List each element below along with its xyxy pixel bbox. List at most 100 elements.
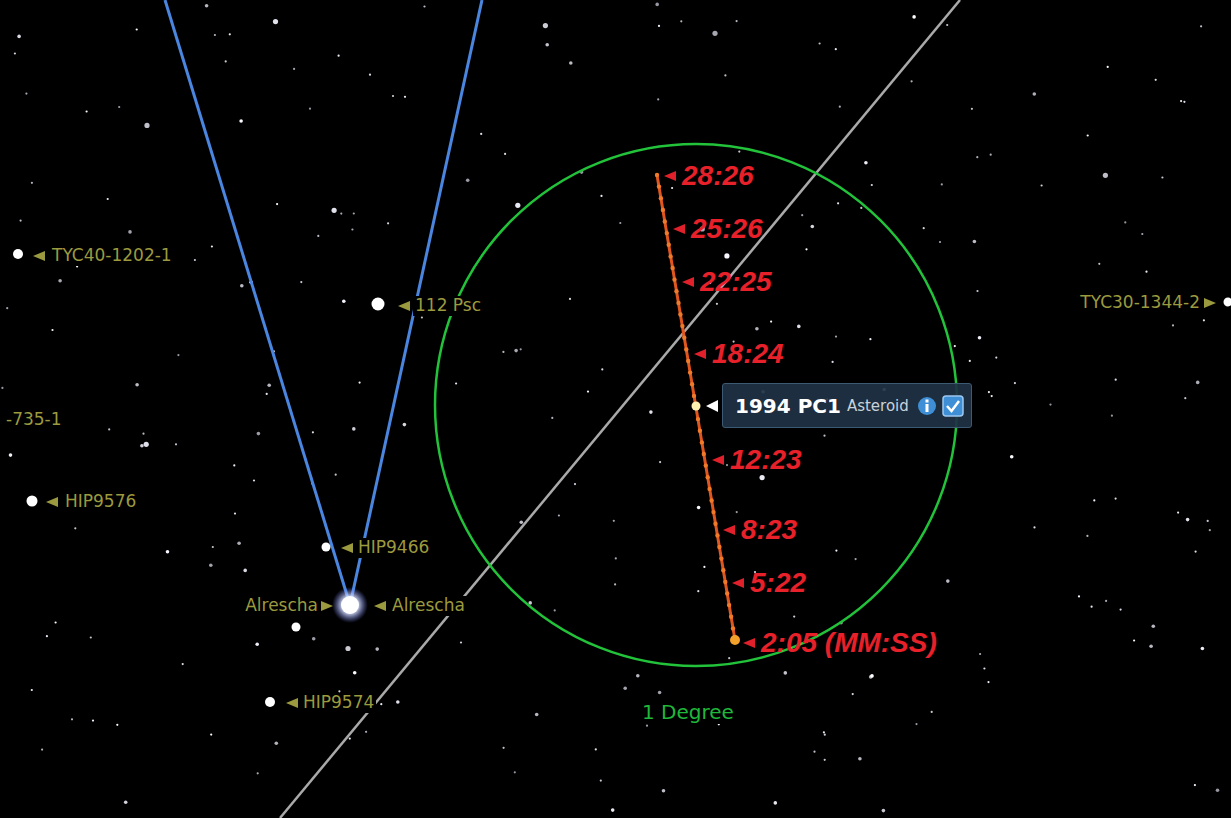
background-star — [969, 360, 971, 362]
background-star — [353, 671, 357, 675]
background-star — [1087, 134, 1089, 136]
background-star — [911, 80, 913, 82]
background-star — [1093, 499, 1095, 501]
track-dot — [707, 487, 711, 491]
alrescha-glow — [332, 587, 368, 623]
background-star — [1103, 173, 1108, 178]
background-star — [423, 5, 425, 7]
named-stars — [13, 249, 1231, 707]
track-dot — [702, 452, 706, 456]
track-dot — [684, 347, 688, 351]
background-star — [71, 718, 73, 720]
background-star — [659, 461, 661, 463]
background-star — [973, 240, 977, 244]
background-star — [1111, 415, 1113, 417]
background-star — [824, 759, 826, 761]
background-star — [697, 590, 699, 592]
background-star — [736, 20, 738, 22]
background-star — [1145, 271, 1147, 273]
background-star — [811, 225, 815, 229]
background-star — [728, 657, 730, 659]
background-star — [736, 511, 738, 513]
background-star — [1183, 101, 1185, 103]
background-star — [724, 74, 726, 76]
background-star — [335, 474, 337, 476]
track-dot — [719, 556, 723, 560]
background-star — [946, 579, 950, 583]
background-star — [1033, 92, 1037, 96]
track-dot — [709, 498, 713, 502]
background-star — [1161, 176, 1163, 178]
background-star — [824, 734, 826, 736]
background-star — [987, 681, 989, 683]
track-dot — [682, 336, 686, 340]
background-star — [210, 734, 212, 736]
background-star — [1105, 600, 1107, 602]
background-star — [1209, 529, 1211, 531]
background-star — [504, 153, 506, 155]
track-dot — [657, 184, 661, 188]
background-star — [1124, 221, 1126, 223]
background-star — [273, 19, 278, 24]
background-star — [954, 345, 956, 347]
background-star — [267, 384, 271, 388]
background-star — [1115, 498, 1117, 500]
background-star — [520, 521, 524, 525]
background-star — [266, 393, 268, 395]
background-star — [839, 106, 841, 108]
background-star — [819, 42, 821, 44]
background-star — [369, 74, 371, 76]
background-star — [1172, 324, 1174, 326]
time-mark: 22:25 — [698, 266, 774, 298]
background-star — [535, 713, 539, 717]
background-star — [979, 653, 981, 655]
background-star — [275, 742, 279, 746]
background-star — [774, 801, 778, 805]
background-star — [9, 453, 13, 457]
background-star — [855, 558, 857, 560]
background-star — [646, 725, 648, 727]
ecliptic-line — [280, 0, 960, 818]
background-star — [613, 520, 615, 522]
background-star — [14, 52, 16, 54]
track-dot — [678, 312, 682, 316]
background-star — [144, 442, 149, 447]
track-dot — [692, 394, 696, 398]
label-pointers — [33, 251, 1216, 708]
background-star — [995, 357, 997, 359]
background-star — [175, 443, 177, 445]
background-star — [31, 182, 33, 184]
background-star — [671, 187, 673, 189]
background-star — [514, 771, 516, 773]
background-star — [595, 748, 597, 750]
background-star — [1152, 625, 1156, 629]
background-star — [225, 60, 227, 62]
background-star — [852, 693, 854, 695]
background-star — [784, 671, 788, 675]
background-star — [338, 690, 340, 692]
background-star — [74, 527, 76, 529]
track-dot — [665, 231, 669, 235]
track-dot — [698, 429, 702, 433]
star-name: HIP9576 — [63, 492, 138, 512]
track-dot — [663, 219, 667, 223]
background-star — [128, 230, 132, 234]
background-star — [990, 154, 992, 156]
background-star — [41, 749, 43, 751]
background-star — [312, 637, 316, 641]
track-dot — [723, 580, 727, 584]
background-star — [658, 25, 660, 27]
background-star — [823, 435, 825, 437]
background-star — [939, 241, 941, 243]
background-star — [209, 564, 213, 568]
track-dot — [713, 522, 717, 526]
background-star — [1180, 100, 1182, 102]
background-star — [455, 382, 457, 384]
background-star — [107, 198, 109, 200]
background-star — [1041, 184, 1043, 186]
background-star — [912, 15, 916, 19]
background-star — [569, 61, 573, 65]
track-end — [730, 635, 740, 645]
track-dot — [704, 463, 708, 467]
track-dot — [688, 370, 692, 374]
